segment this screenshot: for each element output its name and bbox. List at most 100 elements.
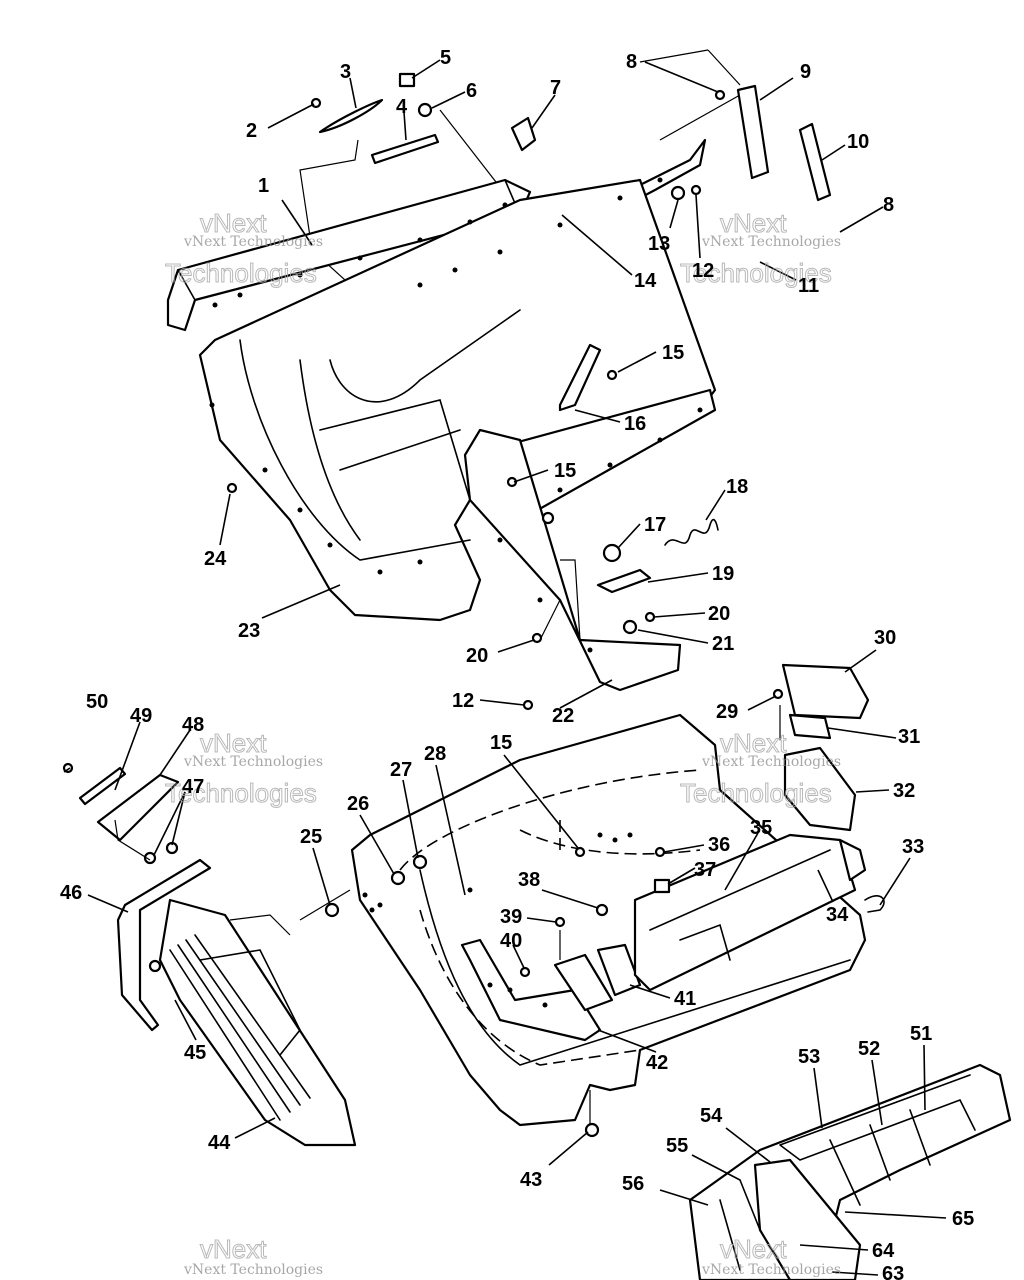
latch-plate: [596, 568, 652, 594]
watermark-top-right: vNext vNext Technologies Technologies: [680, 208, 842, 289]
lower-assembly: [62, 663, 1012, 1280]
callout-3: 3: [340, 61, 351, 83]
shim-oval: [318, 98, 384, 134]
callout-9: 9: [800, 61, 811, 83]
nut-13: [670, 185, 686, 201]
upper-hood-inner-rim: [239, 309, 521, 561]
callout-64: 64: [872, 1240, 895, 1262]
lower-right-seat-pad: [753, 1158, 862, 1280]
callout-38: 38: [518, 869, 540, 891]
cap-17: [602, 543, 622, 563]
nut-5: [398, 72, 416, 88]
callout-4: 4: [396, 96, 408, 118]
vertical-strut: [736, 84, 770, 180]
callout-55: 55: [666, 1135, 688, 1157]
callout-46: 46: [60, 882, 82, 904]
callout-52: 52: [858, 1038, 880, 1060]
switch-cover: [781, 663, 870, 720]
callout-24: 24: [204, 548, 227, 570]
callout-47: 47: [182, 776, 204, 798]
upper-hardware: [226, 72, 726, 711]
callout-65: 65: [952, 1208, 974, 1230]
callout-6: 6: [466, 80, 477, 102]
watermark-line2: vNext Technologies: [183, 234, 323, 250]
callout-44: 44: [208, 1132, 231, 1154]
watermark-line1: vNext: [200, 208, 267, 238]
callout-16: 16: [624, 413, 646, 435]
lower-hood-inner-outline: [399, 769, 701, 1066]
mount-block: [96, 773, 180, 842]
spring: [664, 518, 719, 546]
small-angle-bracket: [558, 343, 602, 412]
callout-12-top: 12: [692, 260, 714, 282]
upper-mounting-holes: [209, 177, 703, 653]
watermark-line3: Technologies: [680, 778, 832, 808]
screw-40: [519, 966, 531, 978]
callout-25: 25: [300, 826, 322, 848]
watermark-bottom-left: vNext vNext Technologies: [183, 1234, 323, 1279]
callout-37: 37: [694, 859, 716, 881]
clip-38: [595, 903, 609, 917]
screw-24: [226, 482, 238, 494]
callout-15-upper: 15: [662, 342, 684, 364]
callout-leaders: [63, 59, 947, 1276]
plug-43: [584, 1122, 600, 1138]
watermark-line2: vNext Technologies: [701, 754, 841, 770]
callout-labels: 1 2 3 4 5 6 7 8 8 9 10 11 12 12 13 14 15…: [60, 47, 974, 1280]
callout-54: 54: [700, 1105, 723, 1127]
callout-40: 40: [500, 930, 522, 952]
callout-1: 1: [258, 175, 269, 197]
callout-48: 48: [182, 714, 204, 736]
callout-31: 31: [898, 726, 920, 748]
watermark-mid-right: vNext vNext Technologies Technologies: [680, 728, 842, 809]
screw-47-a: [143, 851, 157, 865]
pin-33: [864, 895, 885, 913]
watermark-line2: vNext Technologies: [701, 234, 841, 250]
callout-13: 13: [648, 233, 670, 255]
nut-27: [412, 854, 428, 870]
callout-21: 21: [712, 633, 734, 655]
screw-39: [554, 916, 566, 928]
alignment-lines-lower: [114, 705, 781, 1125]
washer-12-top: [690, 184, 702, 196]
right-channel-end-clip: [838, 838, 867, 882]
callout-53: 53: [798, 1046, 820, 1068]
hinge-clip: [510, 116, 537, 152]
watermark-bottom-right: vNext vNext Technologies: [701, 1234, 841, 1279]
hinge-block: [553, 953, 614, 1012]
left-bracket-frame: [116, 858, 212, 1032]
screw-20-left: [531, 632, 543, 644]
grommet: [541, 511, 555, 525]
callout-39: 39: [500, 906, 522, 928]
washer-6: [417, 102, 433, 118]
screw-45: [148, 959, 162, 973]
callout-19: 19: [712, 563, 734, 585]
mount-bar: [78, 766, 127, 806]
callout-43: 43: [520, 1169, 542, 1191]
lower-support-bar: [463, 428, 682, 692]
hinge-plate: [596, 943, 642, 997]
watermark-line2: vNext Technologies: [183, 1262, 323, 1278]
watermark-group: vNext vNext Technologies Technologies vN…: [165, 208, 842, 1279]
watermark-line1: vNext: [200, 728, 267, 758]
callout-50: 50: [86, 691, 108, 713]
callout-63: 63: [882, 1263, 904, 1280]
lower-right-cowl-panels: [719, 1074, 976, 1271]
callout-20-right: 20: [708, 603, 730, 625]
watermark-mid-left: vNext vNext Technologies Technologies: [165, 728, 324, 809]
callout-14: 14: [634, 270, 657, 292]
callout-20-left: 20: [466, 645, 488, 667]
callout-15-middle: 15: [554, 460, 576, 482]
callout-56: 56: [622, 1173, 644, 1195]
right-channel-seam: [649, 849, 831, 961]
nut-26: [390, 870, 406, 886]
screw-15-upper: [606, 369, 618, 381]
callout-23: 23: [238, 620, 260, 642]
screw-12-bottom: [522, 699, 534, 711]
lower-hood-rim: [419, 869, 851, 1066]
screw-15-lower: [574, 846, 586, 858]
right-channel: [633, 833, 857, 992]
watermark-line3: Technologies: [165, 778, 317, 808]
callout-17: 17: [644, 514, 666, 536]
screw-36: [654, 846, 666, 858]
